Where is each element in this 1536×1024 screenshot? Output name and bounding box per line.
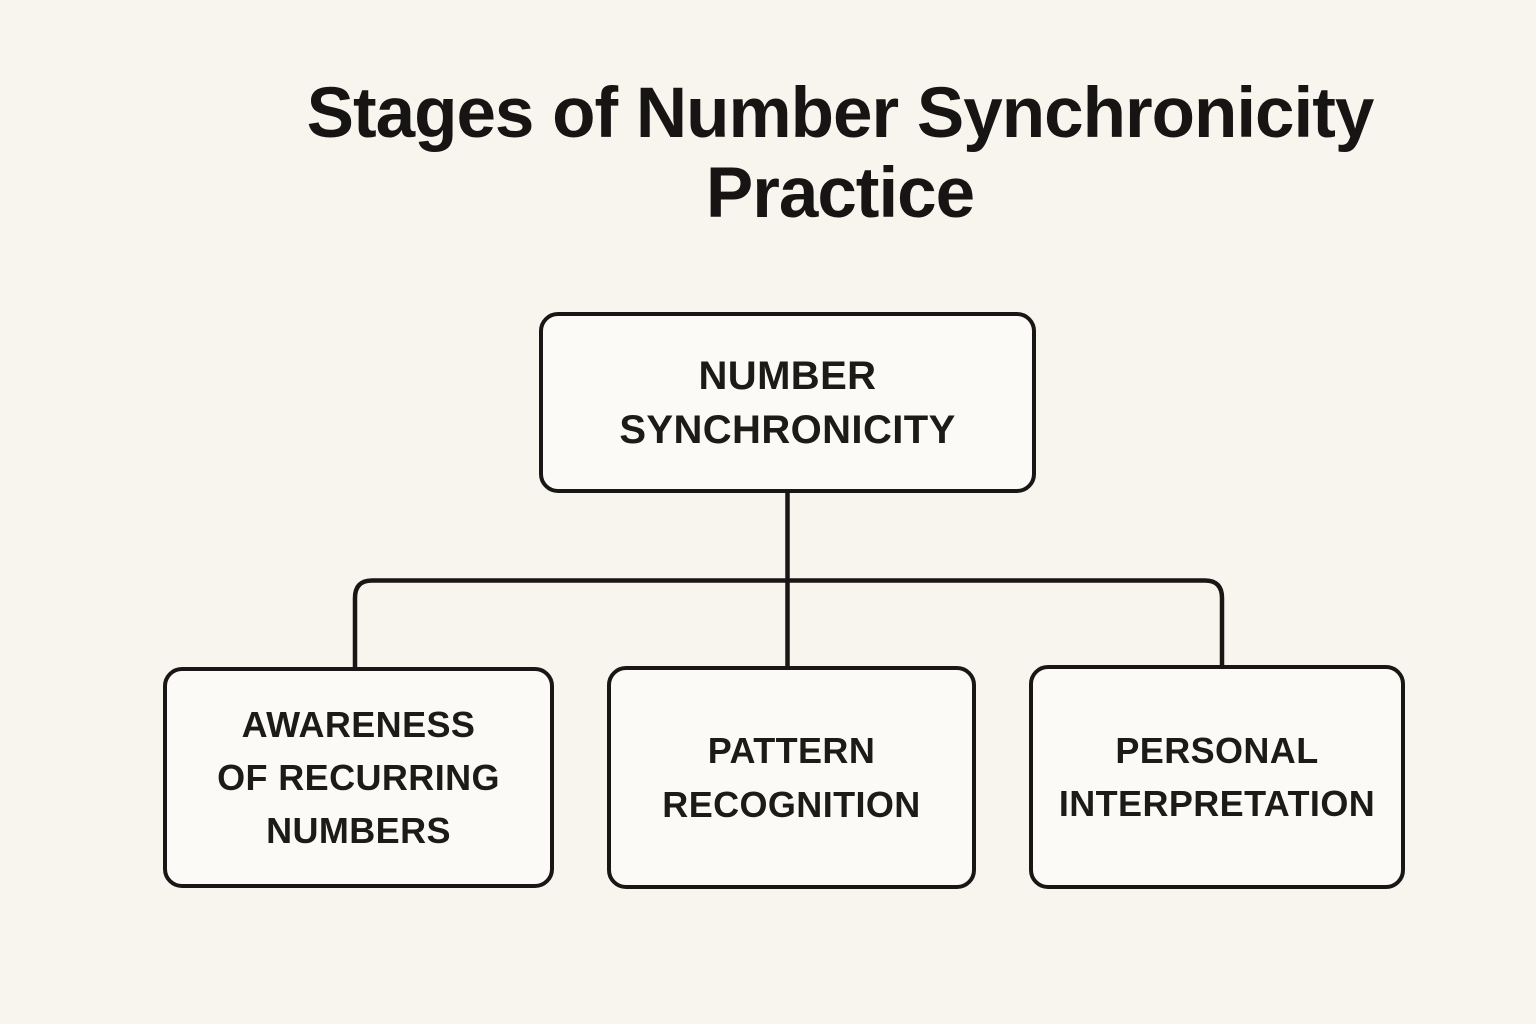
node-label-line: SYNCHRONICITY xyxy=(619,407,956,452)
edge-rail-left-right xyxy=(352,578,1225,669)
title-line-2: Practice xyxy=(705,154,975,234)
node-label-line: PATTERN xyxy=(707,730,876,772)
node-label-line: NUMBERS xyxy=(266,810,451,852)
node-label-line: RECOGNITION xyxy=(662,783,921,825)
node-label-line: NUMBER xyxy=(698,353,877,398)
node-label-line: INTERPRETATION xyxy=(1058,783,1376,824)
node-personal-interpretation: PERSONAL INTERPRETATION xyxy=(1029,665,1405,889)
node-awareness-of-recurring-numbers: AWARENESS OF RECURRING NUMBERS xyxy=(163,667,554,888)
node-number-synchronicity: NUMBER SYNCHRONICITY xyxy=(539,312,1036,493)
node-label: PERSONAL INTERPRETATION xyxy=(1059,724,1375,831)
node-label: NUMBER SYNCHRONICITY xyxy=(619,349,955,457)
node-label-line: AWARENESS xyxy=(241,703,476,745)
node-pattern-recognition: PATTERN RECOGNITION xyxy=(607,666,976,889)
node-label: AWARENESS OF RECURRING NUMBERS xyxy=(217,698,500,858)
title-line-1: Stages of Number Synchronicity xyxy=(306,74,1375,153)
node-label-line: PERSONAL xyxy=(1115,729,1319,771)
diagram-title: Stages of Number Synchronicity Practice xyxy=(230,74,1450,234)
node-label: PATTERN RECOGNITION xyxy=(662,724,920,831)
node-label-line: OF RECURRING xyxy=(217,756,500,798)
